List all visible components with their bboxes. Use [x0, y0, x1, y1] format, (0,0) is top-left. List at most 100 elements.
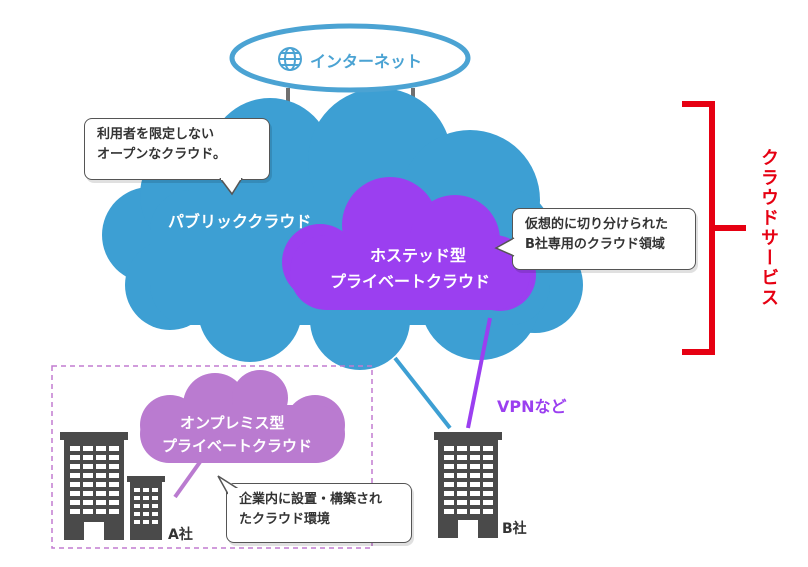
- company-b-label: B社: [502, 521, 527, 537]
- building-window: [444, 500, 454, 505]
- building-window: [109, 509, 119, 514]
- building-window: [444, 455, 454, 460]
- building-window: [96, 500, 106, 505]
- building-window: [152, 488, 158, 492]
- building-window: [109, 491, 119, 496]
- building-window: [444, 464, 454, 469]
- onprem-boundary: [51, 365, 373, 549]
- building-window: [470, 455, 480, 460]
- onprem-cloud-shape: [140, 370, 345, 463]
- building-window: [152, 520, 158, 524]
- building-window: [70, 446, 80, 451]
- vpn-label: VPNなど: [497, 397, 567, 416]
- building-window: [152, 512, 158, 516]
- public-callout-line1: 利用者を限定しない: [97, 127, 215, 142]
- building-window: [143, 520, 149, 524]
- building-window: [470, 464, 480, 469]
- building-window: [483, 473, 493, 478]
- onprem-callout-tail: [217, 475, 242, 496]
- onprem-cloud-label-2: プライベートクラウド: [162, 437, 313, 455]
- building-window: [444, 482, 454, 487]
- building-window: [143, 496, 149, 500]
- cloud-service-label: クラウドサービス: [758, 148, 779, 308]
- building-b-icon: [434, 432, 502, 538]
- building-window: [109, 446, 119, 451]
- building-window: [70, 473, 80, 478]
- building-window: [470, 446, 480, 451]
- building-window: [457, 491, 467, 496]
- building-window: [483, 455, 493, 460]
- building-window: [470, 491, 480, 496]
- building-window: [470, 473, 480, 478]
- building-window: [457, 473, 467, 478]
- building-window: [83, 509, 93, 514]
- building-window: [96, 473, 106, 478]
- building-window: [444, 473, 454, 478]
- building-window: [457, 446, 467, 451]
- building-window: [96, 464, 106, 469]
- globe-icon: [278, 47, 302, 71]
- building-window: [83, 464, 93, 469]
- public-callout-tail: [219, 178, 243, 196]
- building-window: [96, 482, 106, 487]
- public-cloud-callout: 利用者を限定しない オープンなクラウド。: [84, 118, 270, 180]
- building-window: [109, 473, 119, 478]
- building-window: [83, 473, 93, 478]
- building-window: [483, 482, 493, 487]
- building-window: [70, 455, 80, 460]
- building-window: [70, 509, 80, 514]
- hosted-callout-tail: [494, 237, 516, 257]
- building-window: [143, 488, 149, 492]
- onprem-callout-line1: 企業内に設置・構築され: [239, 492, 383, 507]
- building-window: [483, 509, 493, 514]
- building-window: [96, 509, 106, 514]
- onprem-cloud-label-1: オンプレミス型: [180, 414, 285, 432]
- building-window: [457, 455, 467, 460]
- onprem-link: [173, 460, 202, 499]
- building-window: [152, 504, 158, 508]
- building-window: [444, 509, 454, 514]
- building-window: [483, 464, 493, 469]
- building-a-large-icon: [60, 432, 128, 540]
- building-window: [134, 504, 140, 508]
- public-callout-line2: オープンなクラウド。: [97, 147, 226, 162]
- vpn-link: [466, 317, 492, 429]
- building-window: [70, 464, 80, 469]
- building-window: [134, 496, 140, 500]
- onprem-callout-line2: たクラウド環境: [239, 512, 331, 527]
- building-window: [134, 512, 140, 516]
- building-window: [470, 500, 480, 505]
- building-window: [143, 512, 149, 516]
- building-window: [109, 455, 119, 460]
- building-window: [70, 491, 80, 496]
- building-window: [70, 500, 80, 505]
- building-window: [96, 455, 106, 460]
- public-to-b-link: [393, 356, 452, 430]
- building-window: [457, 482, 467, 487]
- building-window: [109, 464, 119, 469]
- building-window: [470, 482, 480, 487]
- building-window: [109, 500, 119, 505]
- building-window: [444, 491, 454, 496]
- building-window: [444, 446, 454, 451]
- hosted-callout-line1: 仮想的に切り分けられた: [525, 217, 669, 232]
- hosted-callout-line2: B社専用のクラウド領域: [525, 237, 665, 252]
- building-window: [83, 455, 93, 460]
- building-window: [83, 446, 93, 451]
- building-a-small-icon: [127, 476, 165, 540]
- hosted-cloud-callout: 仮想的に切り分けられた B社専用のクラウド領域: [512, 208, 696, 270]
- building-window: [483, 491, 493, 496]
- building-window: [83, 491, 93, 496]
- building-window: [152, 496, 158, 500]
- building-window: [96, 491, 106, 496]
- public-cloud-label: パブリッククラウド: [168, 212, 312, 231]
- building-window: [134, 520, 140, 524]
- building-window: [457, 464, 467, 469]
- building-window: [470, 509, 480, 514]
- building-window: [70, 482, 80, 487]
- building-window: [109, 482, 119, 487]
- building-window: [143, 504, 149, 508]
- internet-ellipse: [229, 23, 471, 93]
- building-window: [134, 488, 140, 492]
- company-a-label: A社: [168, 527, 193, 543]
